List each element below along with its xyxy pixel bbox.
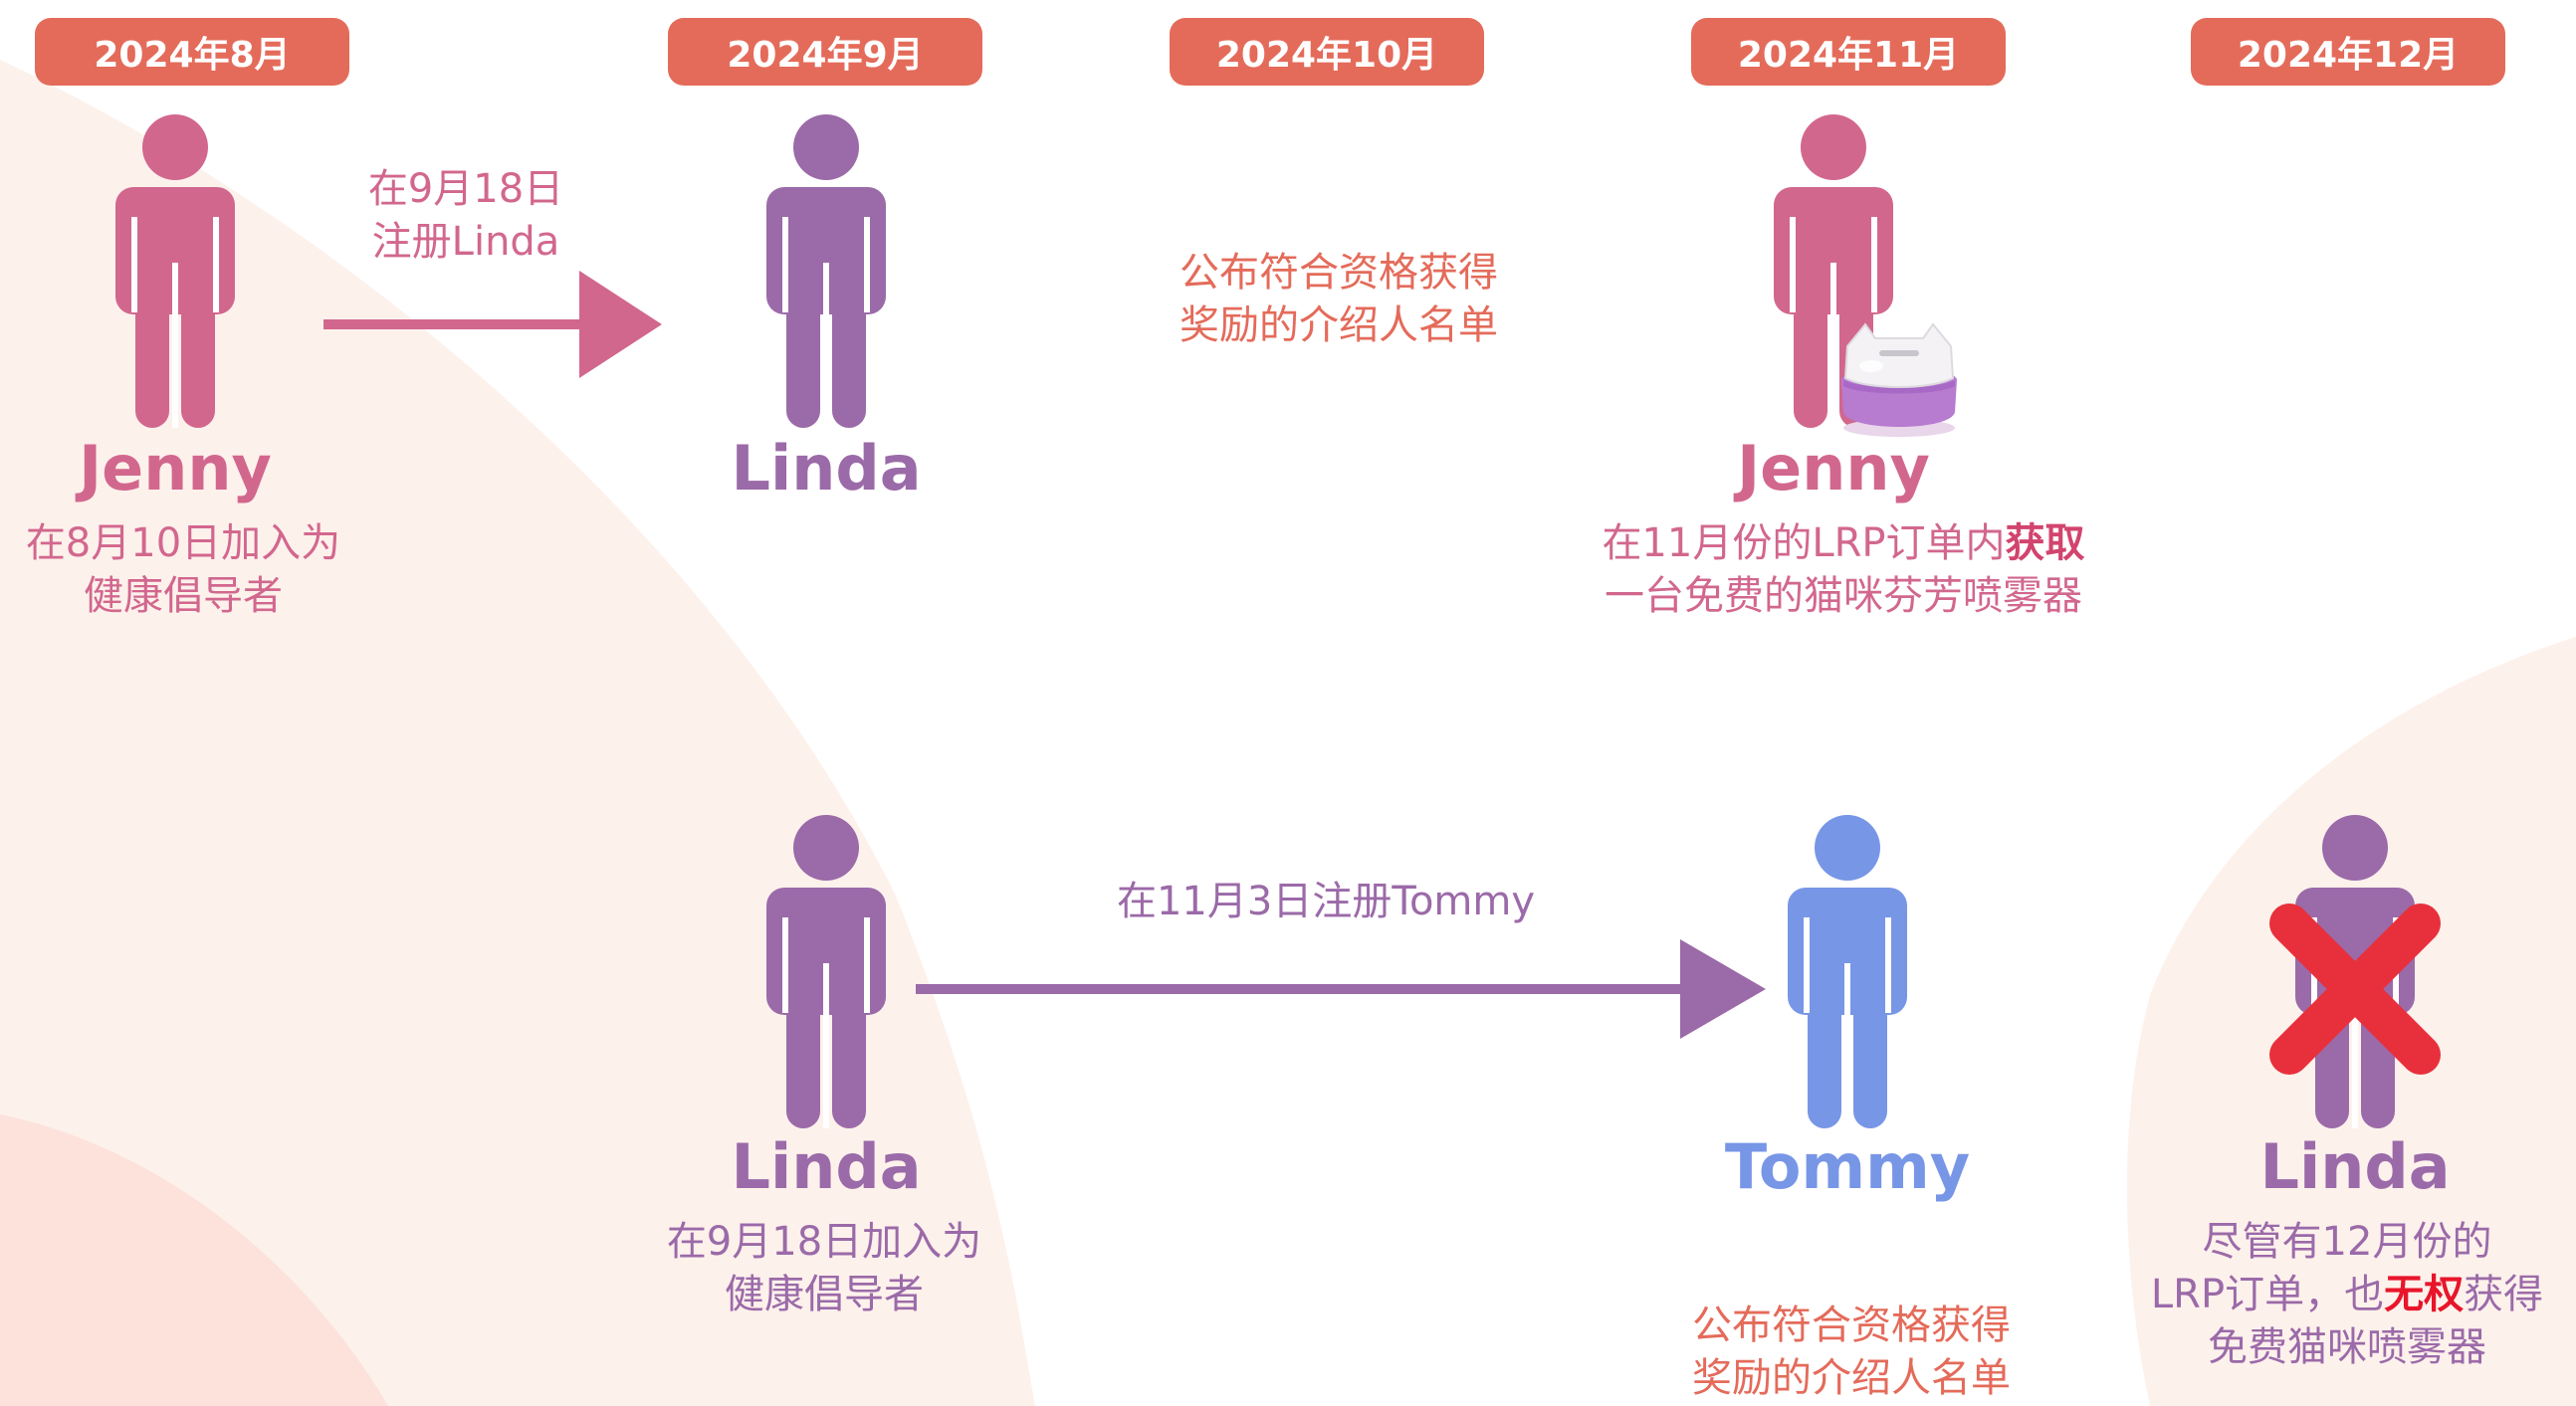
jenny-join-description: 在8月10日加入为 健康倡导者 — [25, 520, 341, 619]
cat-diffuser-icon — [1841, 322, 1957, 437]
person-icon — [115, 114, 235, 428]
cross-icon — [2269, 904, 2441, 1075]
person-name-jenny-reward: Jenny — [1737, 432, 1930, 504]
month-badge-nov: 2024年11月 — [1691, 18, 2006, 86]
arrow-label-register-tommy: 在11月3日注册Tommy — [1116, 879, 1536, 924]
announcement-nov: 公布符合资格获得 奖励的介绍人名单 — [1692, 1303, 2011, 1401]
person-name-linda-row2: Linda — [731, 1130, 922, 1203]
jenny-reward-description: 在11月份的LRP订单内获取 一台免费的猫咪芬芳喷雾器 — [1602, 520, 2085, 619]
month-badge-aug: 2024年8月 — [35, 18, 349, 86]
person-icon — [766, 815, 886, 1128]
arrow-jenny-to-linda — [323, 271, 662, 378]
month-badge-dec: 2024年12月 — [2191, 18, 2505, 86]
month-badge-oct: 2024年10月 — [1170, 18, 1484, 86]
person-icon — [766, 114, 886, 428]
person-name-jenny: Jenny — [79, 432, 272, 504]
linda-denied-description: 尽管有12月份的 LRP订单，也无权获得 免费猫咪喷雾器 — [2150, 1219, 2544, 1370]
person-name-linda-denied: Linda — [2259, 1130, 2451, 1203]
person-name-linda: Linda — [731, 432, 922, 504]
person-name-tommy: Tommy — [1724, 1130, 1971, 1203]
arrow-linda-to-tommy — [916, 939, 1766, 1039]
announcement-oct: 公布符合资格获得 奖励的介绍人名单 — [1180, 250, 1498, 348]
linda-join-description: 在9月18日加入为 健康倡导者 — [666, 1219, 982, 1317]
person-icon — [1788, 815, 1907, 1128]
arrow-label-register-linda: 在9月18日 注册Linda — [367, 166, 564, 265]
month-badge-sep: 2024年9月 — [668, 18, 982, 86]
